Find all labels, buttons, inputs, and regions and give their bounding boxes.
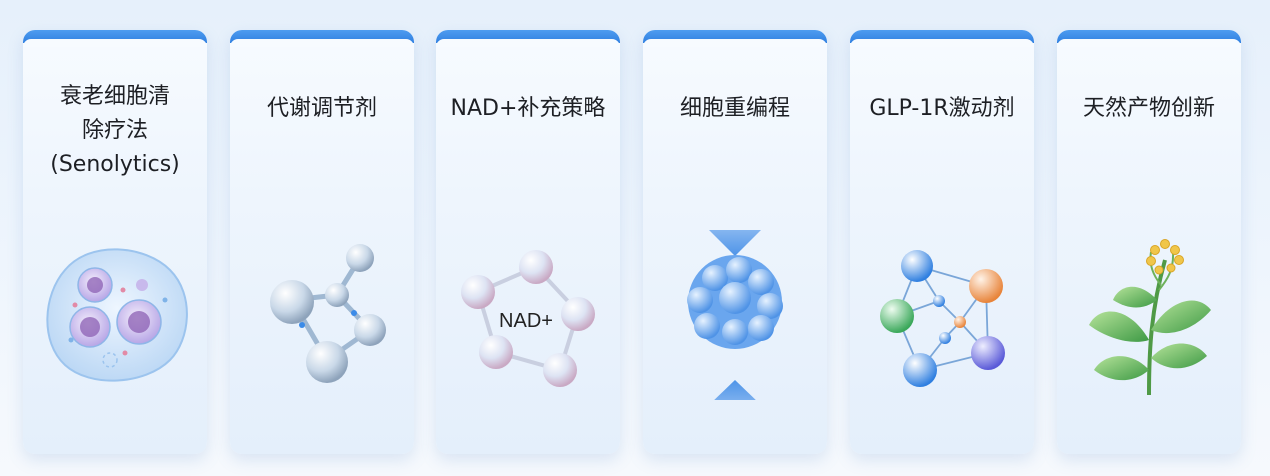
nad-label: NAD+ [499, 310, 553, 332]
card-title: 衰老细胞清 除疗法 (Senolytics) [50, 84, 180, 177]
card-title: NAD+补充策略 [450, 96, 606, 121]
card-title: GLP-1R激动剂 [869, 96, 1015, 121]
card-metabolic-regulators[interactable]: 代谢调节剂 [230, 30, 414, 454]
card-nad-supplement[interactable]: NAD+补充策略 NAD+ [436, 30, 620, 454]
card-top-accent [850, 30, 1034, 47]
plant-sprout-icon [1069, 230, 1229, 400]
network-molecule-icon [862, 230, 1022, 400]
card-title: 天然产物创新 [1082, 96, 1215, 121]
senescent-cell-icon [35, 230, 195, 400]
card-top-accent [436, 30, 620, 47]
card-senolytics[interactable]: 衰老细胞清 除疗法 (Senolytics) [23, 30, 207, 454]
card-glp1r-agonist[interactable]: GLP-1R激动剂 [850, 30, 1034, 454]
card-top-accent [23, 30, 207, 47]
card-title: 代谢调节剂 [266, 96, 377, 121]
cell-cluster-arrows-icon [655, 230, 815, 400]
card-title: 细胞重编程 [679, 96, 790, 121]
card-natural-products[interactable]: 天然产物创新 [1057, 30, 1241, 454]
card-top-accent [1057, 30, 1241, 47]
card-top-accent [230, 30, 414, 47]
card-top-accent [643, 30, 827, 47]
card-cell-reprogramming[interactable]: 细胞重编程 [643, 30, 827, 454]
nad-ring-icon: NAD+ [448, 230, 608, 400]
molecule-icon [242, 230, 402, 400]
